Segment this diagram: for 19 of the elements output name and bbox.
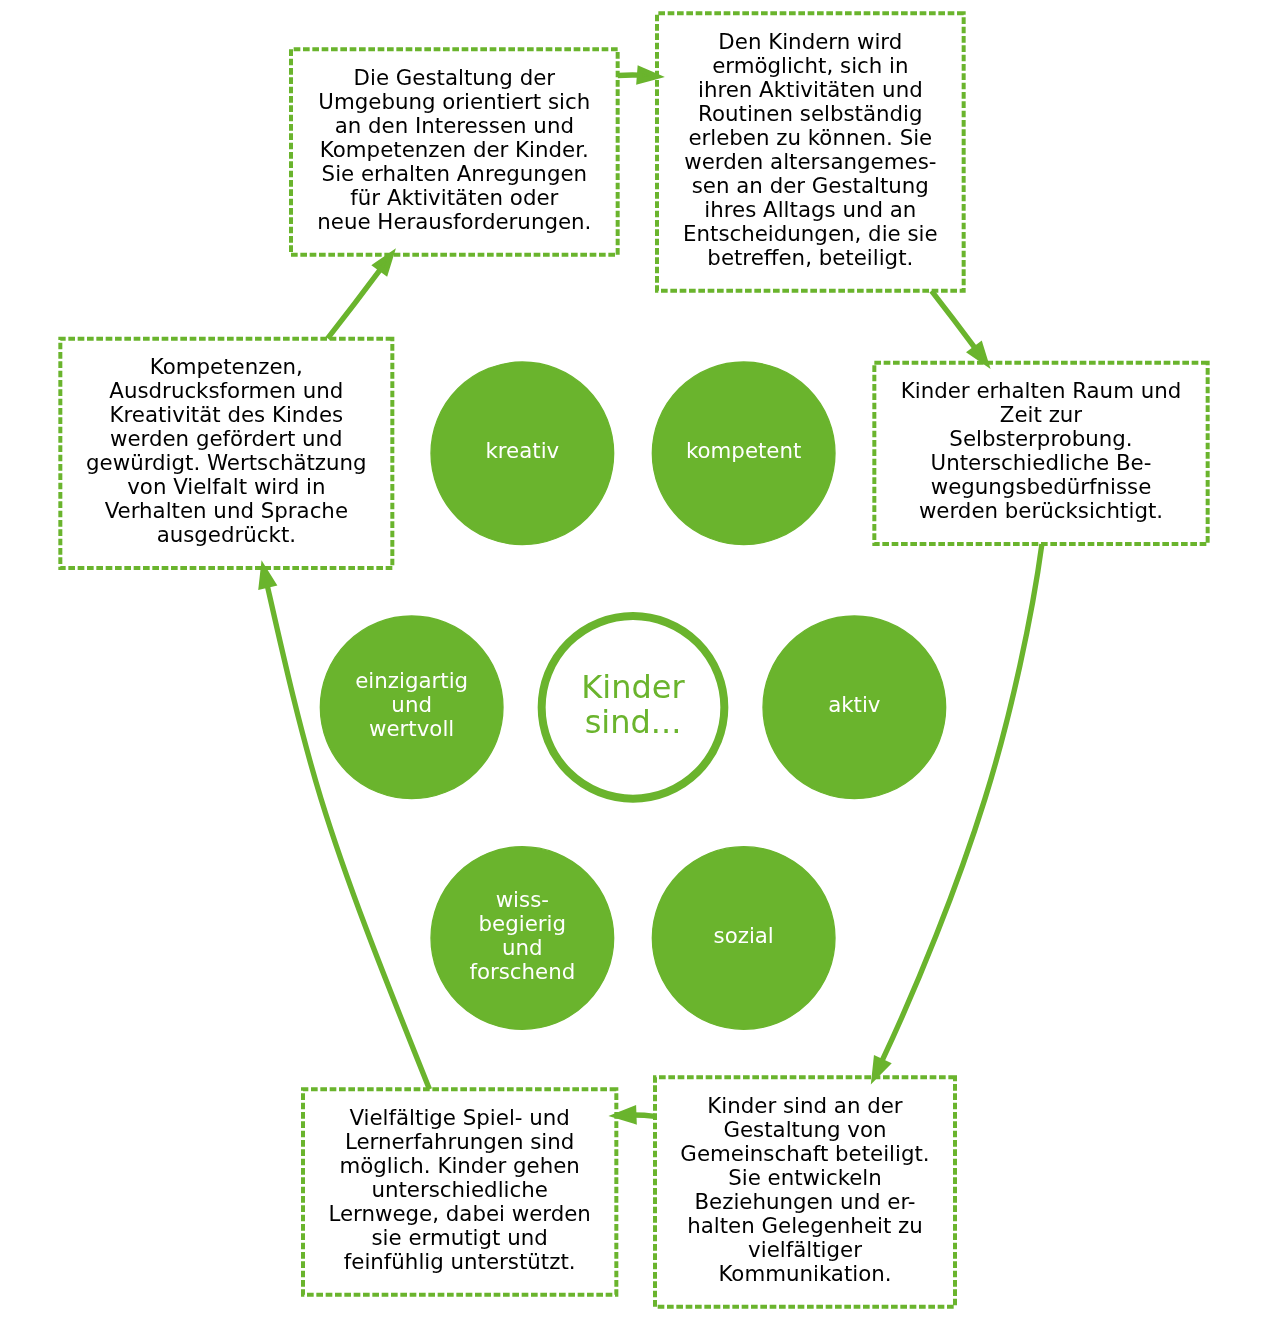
arrow <box>929 289 991 370</box>
node-circle: kompetent <box>651 361 836 546</box>
node-circle: kreativ <box>430 361 615 546</box>
node-box: Kompetenzen, Ausdrucksformen und Kreativität des Kindes werden gefördert und gewürdigt. Wertschätzung von Vielfalt wird in Verhalten und Sprache ausgedrückt. <box>58 336 395 570</box>
node-circle: einzigartig und wertvoll <box>319 615 504 800</box>
node-box: Den Kindern wird ermöglicht, sich in ihren Aktivitäten und Routinen selbständig erleben zu können. Sie werden altersangemes- sen an der Gestaltung ihres Alltags und an Entscheidungen, die sie betreffen, beteiligt. <box>655 11 966 293</box>
arrow <box>258 560 432 1091</box>
node-box: Vielfältige Spiel- und Lernerfahrungen sind möglich. Kinder gehen unterschiedliche Lernwege, dabei werden sie ermutigt und feinfühlig unterstützt. <box>301 1087 619 1297</box>
arrow <box>608 1105 656 1125</box>
node-box: Kinder erhalten Raum und Zeit zur Selbsterprobung. Unterschiedliche Be- wegungsbedürfnisse werden berücksichtigt. <box>872 360 1210 546</box>
node-circle: Kinder sind... <box>537 612 729 803</box>
node-circle: aktiv <box>762 615 947 800</box>
arrow <box>325 248 396 341</box>
node-circle: sozial <box>651 846 836 1030</box>
node-box: Die Gestaltung der Umgebung orientiert sich an den Interessen und Kompetenzen der Kinder. Sie erhalten Anregungen für Aktivitäten oder neue Herausforderungen. <box>289 47 620 257</box>
node-circle: wiss- begierig und forschend <box>430 846 615 1030</box>
node-box: Kinder sind an der Gestaltung von Gemeinschaft beteiligt. Sie entwickeln Beziehungen und er- halten Gelegenheit zu vielfältiger Kommunikation. <box>653 1075 957 1309</box>
arrow <box>870 543 1045 1085</box>
arrow <box>617 65 665 85</box>
